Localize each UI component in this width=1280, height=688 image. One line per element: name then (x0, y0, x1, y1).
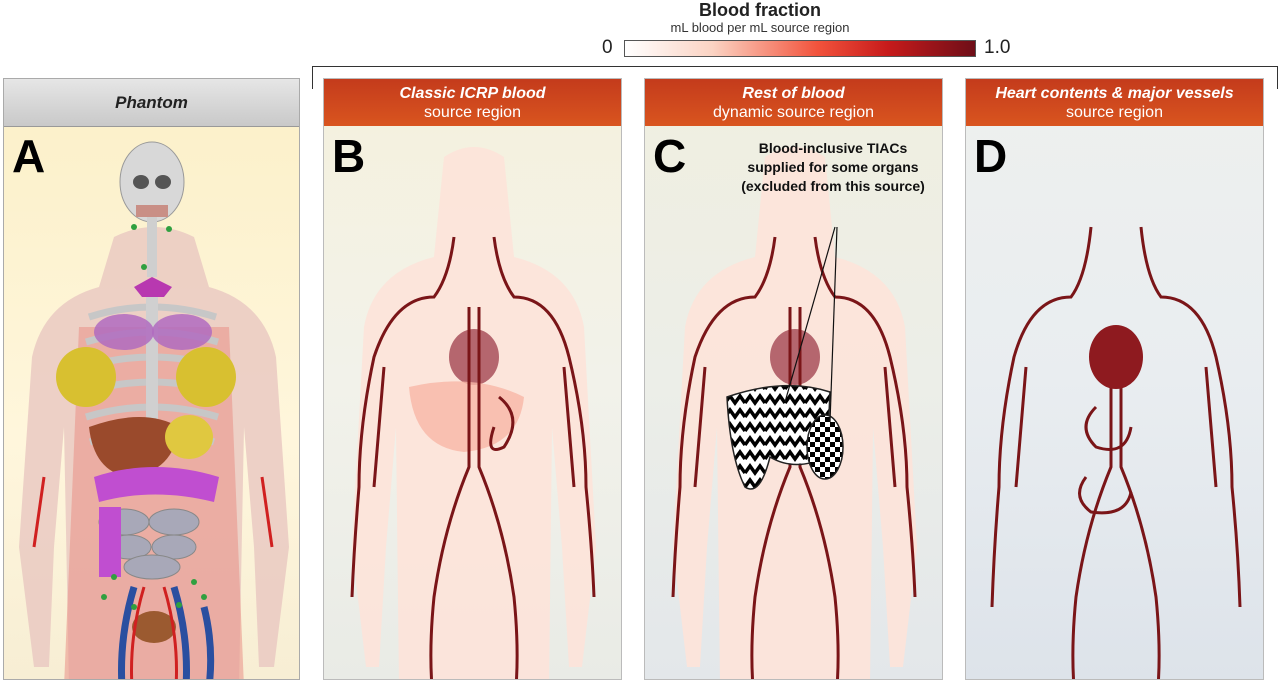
panel-d-header: Heart contents & major vessels source re… (966, 79, 1263, 126)
panel-c-letter: C (653, 130, 687, 182)
panel-a-letter: A (12, 130, 46, 182)
panel-c-title: Rest of blood (742, 84, 845, 102)
panel-b-subtitle: source region (424, 103, 521, 121)
panel-c-header: Rest of blood dynamic source region (645, 79, 942, 126)
tiac-annotation-line-2: supplied for some organs (747, 159, 919, 175)
blood-distribution-body-b (350, 147, 596, 679)
tiac-annotation-line-3: (excluded from this source) (741, 178, 925, 194)
panel-classic-icrp-blood: Classic ICRP blood source region B (323, 78, 622, 680)
blood-distribution-body-c (671, 147, 917, 679)
panel-b-letter: B (332, 130, 366, 182)
colorbar-title: Blood fraction (699, 0, 821, 20)
colorbar-max-label: 1.0 (984, 37, 1011, 58)
panel-d-title: Heart contents & major vessels (995, 84, 1234, 102)
panel-d-letter: D (974, 130, 1008, 182)
tiac-annotation-line-1: Blood-inclusive TIACs (758, 140, 908, 156)
panel-b-header: Classic ICRP blood source region (324, 79, 621, 126)
colorbar (624, 40, 976, 57)
panel-c-subtitle: dynamic source region (713, 103, 874, 121)
panel-rest-of-blood: Rest of blood dynamic source region (644, 78, 943, 680)
panel-d-subtitle: source region (1066, 103, 1163, 121)
panel-a-title: Phantom (115, 92, 188, 112)
phantom-illustration (19, 141, 289, 679)
panel-heart-major-vessels: Heart contents & major vessels source re… (965, 78, 1264, 680)
heart-vessels-illustration (990, 226, 1242, 679)
panel-a-header: Phantom (4, 79, 299, 127)
panel-group-bracket (312, 66, 1278, 89)
colorbar-subtitle: mL blood per mL source region (670, 20, 850, 35)
panel-b-title: Classic ICRP blood (399, 84, 546, 102)
tiac-annotation: Blood-inclusive TIACs supplied for some … (723, 139, 942, 196)
panel-phantom: Phantom (3, 78, 300, 680)
colorbar-min-label: 0 (602, 37, 613, 58)
